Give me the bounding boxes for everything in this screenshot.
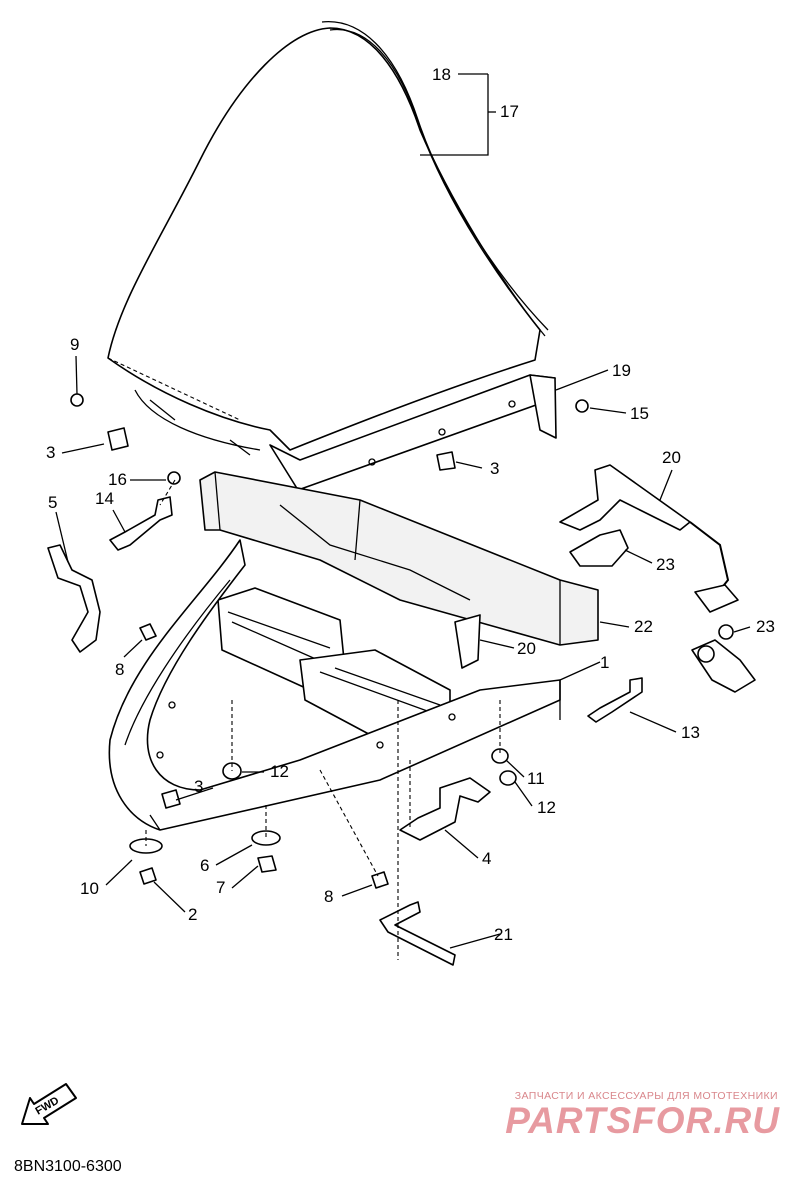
document-code: 8BN3100-6300 bbox=[14, 1158, 122, 1175]
callout-15a: 15 bbox=[630, 404, 649, 423]
callout-3c: 3 bbox=[194, 777, 203, 796]
callout-12a: 12 bbox=[270, 762, 289, 781]
bracket-lower-19 bbox=[694, 584, 739, 613]
callout-19: 20 bbox=[662, 448, 681, 467]
bracket-5 bbox=[47, 544, 101, 653]
callout-2: 2 bbox=[188, 905, 197, 924]
bracket-14 bbox=[109, 496, 173, 551]
callout-5: 5 bbox=[48, 493, 57, 512]
callout-4: 4 bbox=[482, 849, 491, 868]
callout-7: 7 bbox=[216, 878, 225, 897]
watermark-tagline: ЗАПЧАСТИ И АКСЕССУАРЫ ДЛЯ МОТОТЕХНИКИ bbox=[514, 1090, 778, 1102]
callout-23a: 23 bbox=[656, 555, 675, 574]
callout-6: 6 bbox=[200, 856, 209, 875]
callout-9: 9 bbox=[70, 335, 79, 354]
callout-23b: 23 bbox=[756, 617, 775, 636]
bracket-4 bbox=[399, 777, 491, 841]
callout-8b: 8 bbox=[324, 887, 333, 906]
leader-lines bbox=[55, 73, 751, 949]
bracket-23a bbox=[569, 529, 629, 567]
seal-20 bbox=[454, 614, 481, 669]
callout-15b: 16 bbox=[108, 470, 127, 489]
bracket-13 bbox=[587, 677, 643, 723]
callout-20: 20 bbox=[517, 639, 536, 658]
callout-17: 18 bbox=[432, 65, 451, 84]
callout-3a: 3 bbox=[46, 443, 55, 462]
duct-22 bbox=[199, 471, 599, 646]
callout-10: 10 bbox=[80, 879, 99, 898]
callout-16: 17 bbox=[500, 102, 519, 121]
callout-13: 13 bbox=[681, 723, 700, 742]
bracket-19 bbox=[559, 464, 691, 531]
fwd-arrow-icon: FWD bbox=[21, 1083, 77, 1125]
watermark-logo: PARTSFOR.RU bbox=[505, 1100, 780, 1141]
fasteners bbox=[70, 393, 734, 889]
callout-12b: 12 bbox=[537, 798, 556, 817]
callout-14: 14 bbox=[95, 489, 114, 508]
rod-21 bbox=[379, 901, 456, 966]
callout-labels: 18 17 19 15 20 23 23 22 20 1 13 11 12 4 … bbox=[46, 65, 775, 944]
callout-8a: 8 bbox=[115, 660, 124, 679]
cowling-1 bbox=[108, 539, 561, 831]
callout-22: 22 bbox=[634, 617, 653, 636]
windshield bbox=[107, 21, 549, 456]
callout-21: 21 bbox=[494, 925, 513, 944]
callout-18: 19 bbox=[612, 361, 631, 380]
callout-11: 11 bbox=[527, 769, 545, 788]
assembly-lines bbox=[107, 357, 501, 960]
callout-1: 1 bbox=[600, 653, 609, 672]
callout-3b: 3 bbox=[490, 459, 499, 478]
